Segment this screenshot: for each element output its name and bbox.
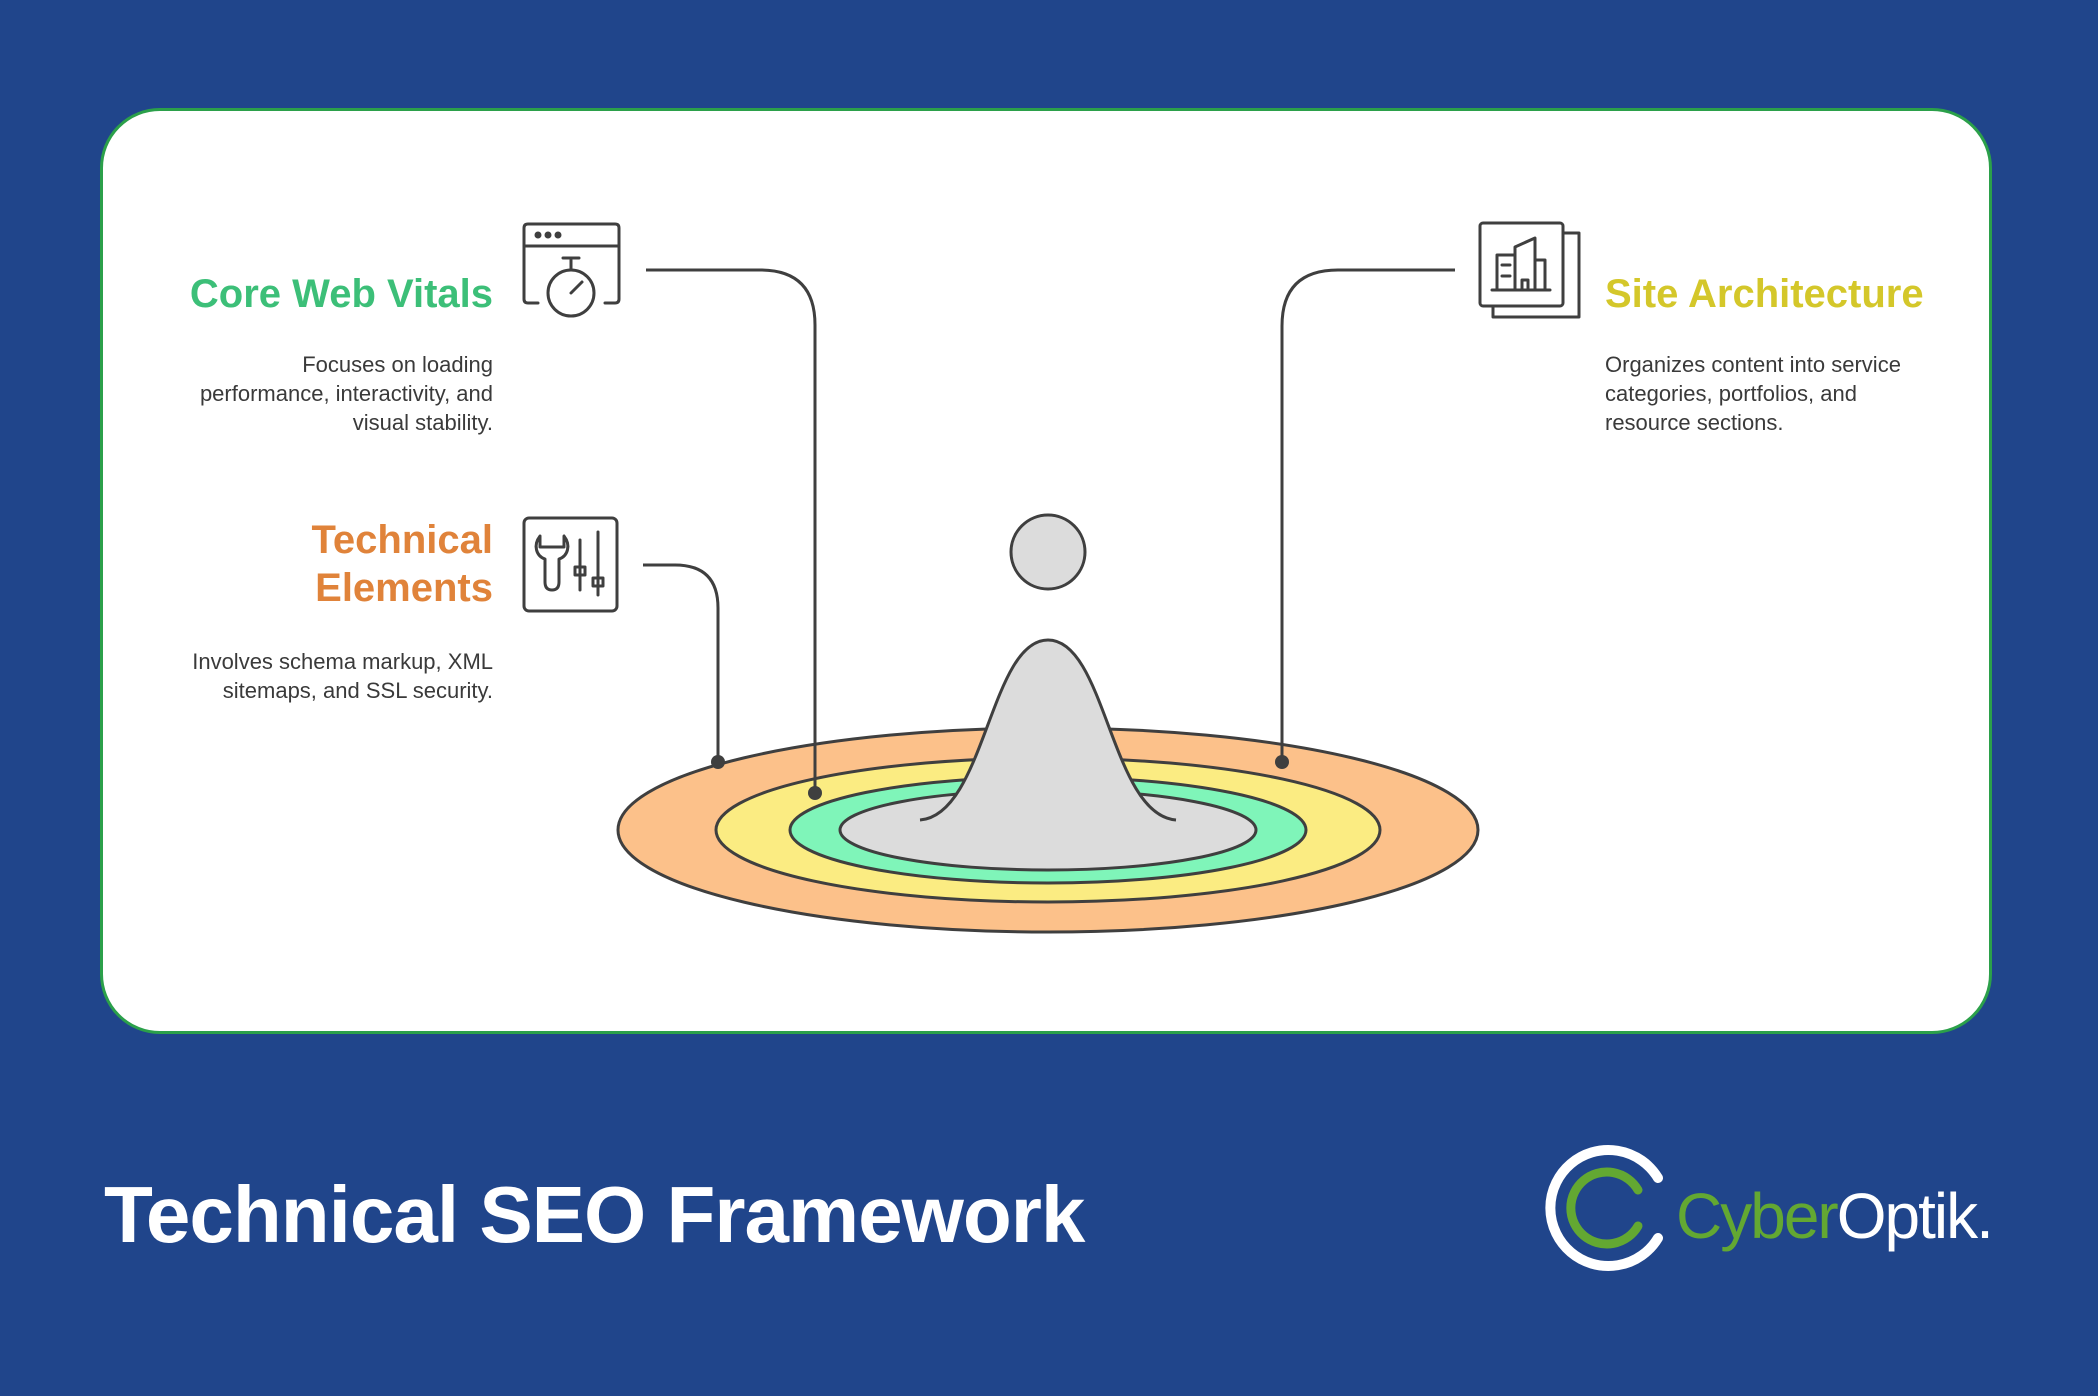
logo-mark-icon [1545,1145,1663,1271]
connector-dot-technical-elements [711,755,725,769]
logo-optik: Optik. [1836,1180,1994,1252]
desc-technical-elements: Involves schema markup, XML sitemaps, an… [192,649,493,703]
browser-stopwatch-icon [522,222,621,318]
center-head [1009,513,1087,591]
desc-site-architecture: Organizes content into service categorie… [1605,352,1901,435]
connector-site-architecture [1280,268,1455,762]
connector-dot-site-architecture [1275,755,1289,769]
logo-cyber: Cyber [1676,1180,1839,1252]
wrench-sliders-icon [522,516,619,613]
heading-technical-elements: Technical Elements [311,518,493,610]
logo-wordmark: CyberOptik. [1676,1178,1994,1254]
building-document-icon [1478,221,1581,319]
heading-core-web-vitals: Core Web Vitals [189,272,493,316]
desc-core-web-vitals: Focuses on loading performance, interact… [199,352,493,435]
connector-core-web-vitals [646,268,817,793]
connector-technical-elements [643,563,720,762]
center-peak-outline [919,638,1177,822]
connector-dot-core-web-vitals [808,786,822,800]
heading-site-architecture: Site Architecture [1605,272,1924,316]
center-peak [920,640,1176,847]
page-title: Technical SEO Framework [104,1170,1085,1259]
